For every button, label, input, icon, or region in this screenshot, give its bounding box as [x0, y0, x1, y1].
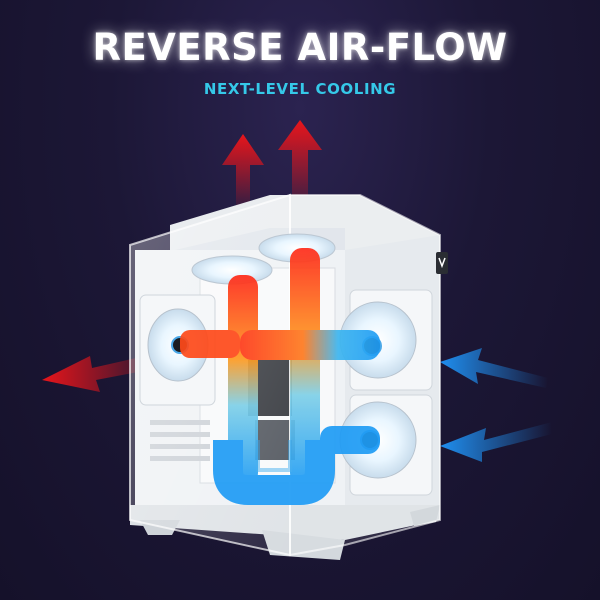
intake-arrow-top — [440, 348, 548, 388]
rear-fan — [139, 294, 216, 406]
top-exhaust-arrow-right — [278, 120, 322, 205]
top-exhaust-arrow-left — [222, 134, 264, 205]
side-exhaust-arrow — [42, 356, 138, 392]
logo-icon — [436, 252, 448, 274]
airflow-stream — [180, 248, 380, 505]
subheadline: NEXT-LEVEL COOLING — [203, 80, 397, 98]
headline: REVERSE AIR-FLOW — [92, 26, 508, 69]
intake-arrow-bottom — [440, 422, 552, 462]
